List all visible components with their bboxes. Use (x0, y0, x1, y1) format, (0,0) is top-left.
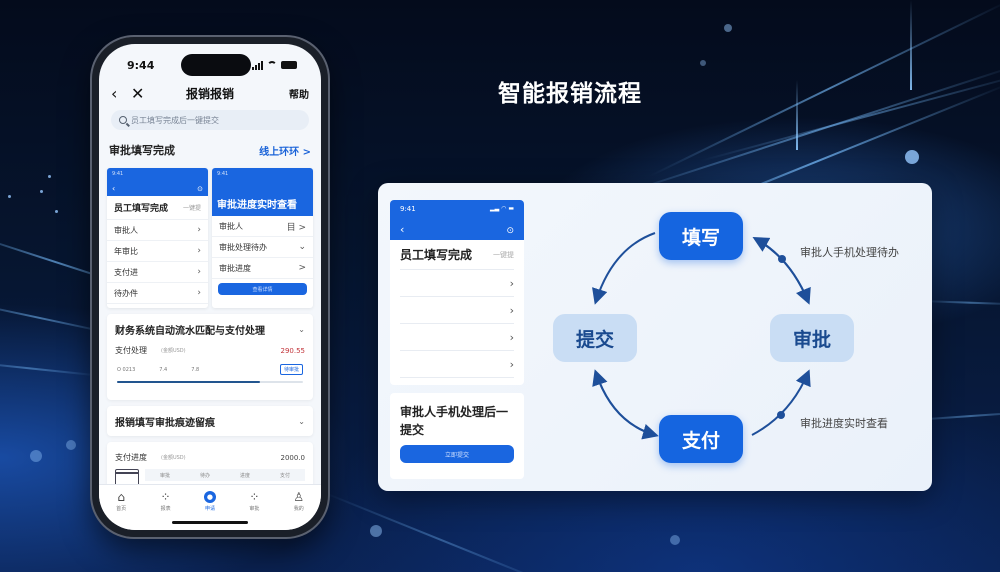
chevron-right-icon: › (509, 357, 514, 371)
list-item[interactable]: 审批处理待办⌄ (212, 237, 313, 258)
user-icon: ♙ (293, 490, 305, 504)
status-time: 9:44 (127, 58, 155, 72)
grid-icon: ⁘ (249, 490, 260, 504)
trace-panel[interactable]: 报销填写审批痕迹留痕 ⌄ (107, 406, 313, 436)
chevron-right-icon: › (509, 276, 514, 290)
submit-button[interactable]: 立即提交 (400, 445, 514, 463)
home-icon: ⌂ (117, 490, 125, 504)
mini-card-header: 9:41 ‹ ⊙ (107, 168, 208, 196)
list-item[interactable]: 支付进› (107, 262, 208, 283)
list-item[interactable]: › (400, 270, 514, 297)
tab-approve[interactable]: ⁘审批 (249, 490, 260, 512)
list-item[interactable]: 审批人› (107, 220, 208, 241)
grid-icon: ⁘ (160, 490, 171, 504)
list-item: 员工填写完成 一键提 (107, 196, 208, 220)
dynamic-island (181, 54, 251, 76)
search-icon (119, 116, 127, 124)
settings-icon[interactable]: ⊙ (506, 226, 514, 236)
status-icons: ▂▃ ◠ ▬ (490, 205, 514, 212)
flow-node-pay[interactable]: 支付 (659, 415, 743, 463)
help-button[interactable]: 帮助 (289, 89, 309, 101)
chevron-right-icon: › (197, 246, 201, 256)
close-icon[interactable]: ✕ (131, 83, 145, 103)
list-item[interactable]: › (400, 351, 514, 378)
back-icon[interactable]: ‹ (111, 83, 118, 103)
tab-bar: ⌂首页 ⁘报表 ●申请 ⁘审批 ♙我的 (99, 484, 321, 530)
mini-card-left: 9:41 ‹ ⊙ 员工填写完成 一键提 审批人› 年审比› 支付进› 待办件› (107, 168, 208, 308)
finance-panel: 财务系统自动流水匹配与支付处理 ⌄ 支付处理 (金额USD) 290.55 O … (107, 314, 313, 400)
list-item[interactable]: 待办件› (107, 283, 208, 304)
card-mini-phone: 9:41 ▂▃ ◠ ▬ ‹ ⊙ 员工填写完成 一键提 › › › › (390, 200, 524, 385)
flow-node-approve[interactable]: 审批 (770, 314, 854, 362)
chevron-right-icon: › (197, 267, 201, 277)
payment-row: 支付处理 (金额USD) 290.55 (115, 346, 306, 355)
step-labels: O 0213 7.4 7.8 待审批 (107, 356, 313, 375)
list-item: 员工填写完成 一键提 (400, 240, 514, 270)
list-item[interactable]: › (400, 324, 514, 351)
tab-reports[interactable]: ⁘报表 (160, 490, 171, 512)
amount: 290.55 (280, 346, 306, 355)
mini-card-header: 9:41 审批进度实时查看 (212, 168, 313, 216)
annotation-progress-view: 审批进度实时查看 (800, 417, 888, 430)
progress-bar (117, 381, 303, 383)
back-icon[interactable]: ‹ (112, 184, 116, 193)
card-submit-panel: 审批人手机处理后一提交 立即提交 (390, 393, 524, 479)
list-item[interactable]: › (400, 297, 514, 324)
battery-icon (281, 61, 297, 69)
flow-node-fill[interactable]: 填写 (659, 212, 743, 260)
workflow-card: 9:41 ▂▃ ◠ ▬ ‹ ⊙ 员工填写完成 一键提 › › › › 审批人手机… (378, 183, 932, 491)
list-item[interactable]: 审批人目 > (212, 216, 313, 237)
home-indicator (172, 521, 248, 524)
status-badge: 待审批 (279, 364, 303, 375)
annotation-approver-todo: 审批人手机处理待办 (800, 246, 899, 259)
tab-profile[interactable]: ♙我的 (293, 490, 305, 512)
page-title: 智能报销流程 (498, 81, 642, 107)
back-icon[interactable]: ‹ (400, 223, 405, 236)
mini-cards: 9:41 ‹ ⊙ 员工填写完成 一键提 审批人› 年审比› 支付进› 待办件› … (107, 168, 313, 308)
mini-card-right: 9:41 审批进度实时查看 审批人目 > 审批处理待办⌄ 审批进度> 查看详情 (212, 168, 313, 308)
amount: 2000.0 (280, 453, 306, 462)
nav-bar: ‹ ✕ 报销报销 帮助 (99, 82, 321, 104)
wifi-icon (267, 61, 277, 69)
finance-panel-header[interactable]: 财务系统自动流水匹配与支付处理 ⌄ (115, 325, 305, 337)
chevron-right-icon: › (197, 225, 201, 235)
flow-node-submit[interactable]: 提交 (553, 314, 637, 362)
phone-screen: 9:44 ‹ ✕ 报销报销 帮助 员工填写完成后一键提交 审批填写完成 线上环环… (99, 44, 321, 530)
search-input[interactable]: 员工填写完成后一键提交 (111, 110, 309, 130)
section-title: 审批填写完成 (109, 144, 175, 157)
chevron-down-icon: ⌄ (298, 325, 305, 334)
view-details-button[interactable]: 查看详情 (218, 283, 307, 295)
tab-home[interactable]: ⌂首页 (116, 490, 127, 512)
chevron-right-icon: › (509, 303, 514, 317)
status-bar: 9:44 (99, 56, 321, 74)
chevron-right-icon: › (197, 288, 201, 298)
tab-apply[interactable]: ●申请 (203, 491, 216, 512)
phone-mockup: 9:44 ‹ ✕ 报销报销 帮助 员工填写完成后一键提交 审批填写完成 线上环环… (92, 37, 328, 537)
apply-icon: ● (203, 491, 216, 503)
search-placeholder: 员工填写完成后一键提交 (131, 115, 219, 125)
signal-icon (252, 60, 263, 70)
list-item[interactable]: 审批进度> (212, 258, 313, 279)
nav-title: 报销报销 (185, 86, 234, 101)
section-header: 审批填写完成 线上环环 > (109, 142, 311, 158)
chevron-right-icon: › (509, 330, 514, 344)
chevron-down-icon: ⌄ (298, 417, 305, 426)
list-item[interactable]: 年审比› (107, 241, 208, 262)
section-link[interactable]: 线上环环 > (259, 146, 311, 158)
settings-icon[interactable]: ⊙ (197, 185, 203, 193)
